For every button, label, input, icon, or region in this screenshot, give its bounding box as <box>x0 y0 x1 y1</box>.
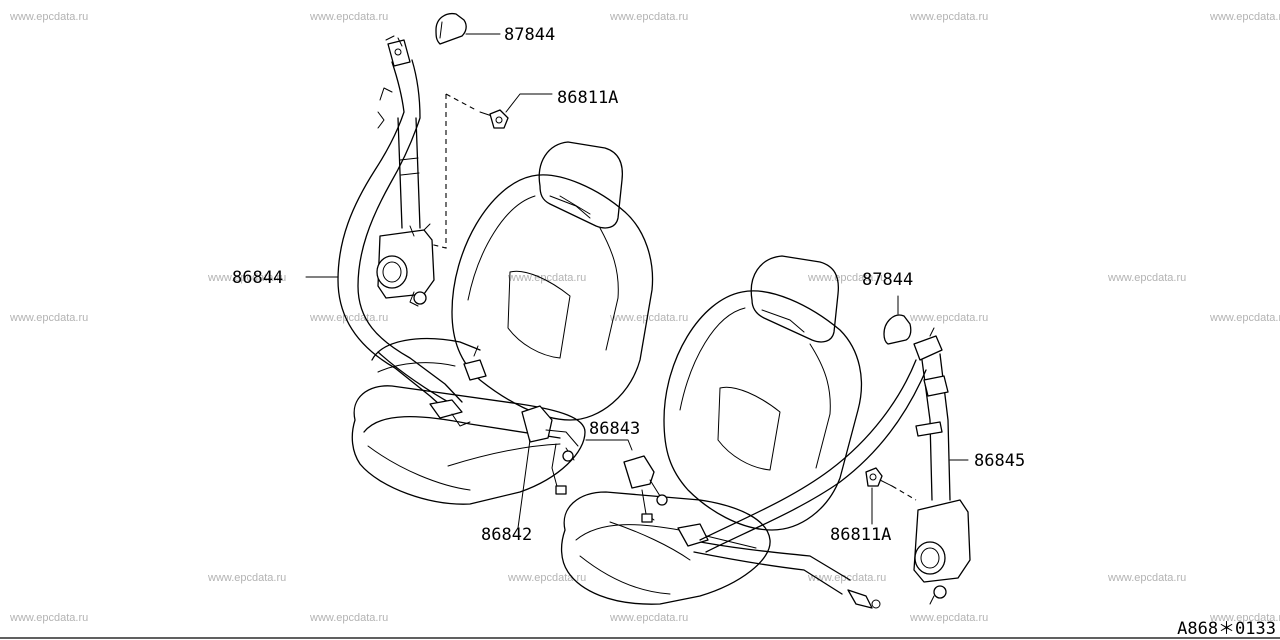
watermark-text: www.epcdata.ru <box>1108 572 1187 584</box>
watermark-text: www.epcdata.ru <box>208 572 287 584</box>
watermark-text: www.epcdata.ru <box>1108 272 1187 284</box>
watermark-text: www.epcdata.ru <box>610 312 689 324</box>
callout-bolt-left: 86811A <box>557 88 618 108</box>
callout-bolt-right: 86811A <box>830 525 891 545</box>
right-bolt <box>865 467 917 525</box>
callout-retractor-cover-right: 87844 <box>862 270 913 290</box>
left-seat-belt <box>337 35 487 427</box>
diagram-code: A868＊0133 <box>1177 619 1276 639</box>
watermark-text: www.epcdata.ru <box>10 312 89 324</box>
watermark-text: www.epcdata.ru <box>1210 612 1280 624</box>
watermark-text: www.epcdata.ru <box>808 272 887 284</box>
callout-belt-right: 86845 <box>974 451 1025 471</box>
right-seat <box>560 255 881 609</box>
right-retractor-cover <box>883 295 912 345</box>
callout-retractor-cover-left: 87844 <box>504 25 555 45</box>
left-seat <box>351 141 654 505</box>
watermark-text: www.epcdata.ru <box>508 272 587 284</box>
right-buckle <box>585 439 668 523</box>
callout-belt-left: 86844 <box>232 268 283 288</box>
watermark-text: www.epcdata.ru <box>10 612 89 624</box>
watermark-text: www.epcdata.ru <box>10 11 89 23</box>
watermark-text: www.epcdata.ru <box>610 11 689 23</box>
left-buckle <box>517 405 579 529</box>
watermark-text: www.epcdata.ru <box>310 11 389 23</box>
watermark-text: www.epcdata.ru <box>1210 11 1280 23</box>
callout-buckle-right: 86843 <box>589 419 640 439</box>
watermark-text: www.epcdata.ru <box>910 612 989 624</box>
watermark-text: www.epcdata.ru <box>910 11 989 23</box>
watermark-text: www.epcdata.ru <box>310 612 389 624</box>
right-seat-belt <box>699 327 971 605</box>
callout-buckle-left: 86842 <box>481 525 532 545</box>
watermark-text: www.epcdata.ru <box>910 312 989 324</box>
watermark-text: www.epcdata.ru <box>208 272 287 284</box>
watermark-text: www.epcdata.ru <box>310 312 389 324</box>
left-bolt <box>429 93 553 249</box>
watermark-text: www.epcdata.ru <box>610 612 689 624</box>
watermark-text: www.epcdata.ru <box>508 572 587 584</box>
watermark-text: www.epcdata.ru <box>1210 312 1280 324</box>
left-retractor-cover <box>435 12 501 45</box>
